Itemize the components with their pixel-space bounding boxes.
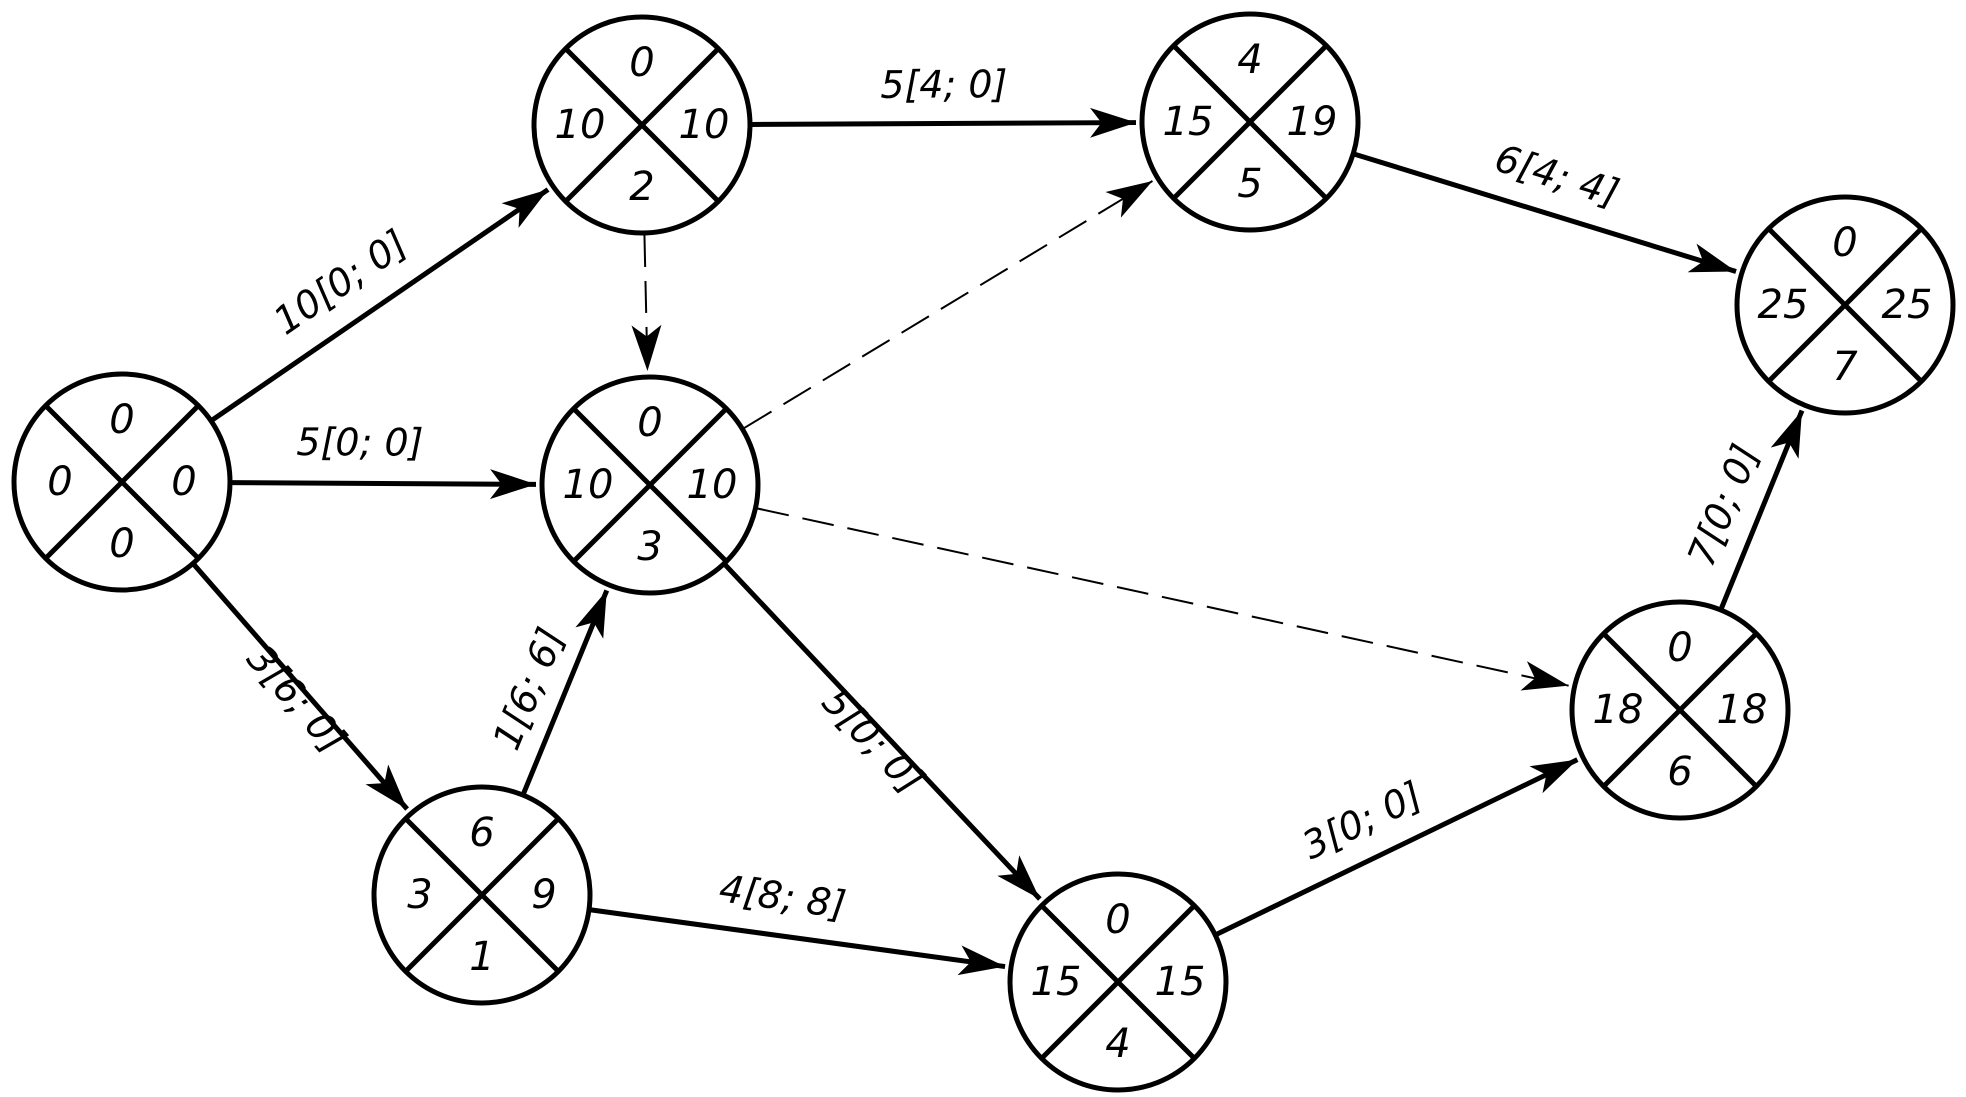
activity-arrow [1719, 409, 1805, 610]
node-event-number: 0 [109, 397, 134, 443]
node-late-time: 19 [1287, 99, 1338, 145]
edge-n1-n4: 3[6; 0] [192, 563, 409, 811]
node-event-number: 0 [1105, 897, 1130, 943]
node-reserve: 6 [1667, 749, 1692, 795]
edge-n1-n3: 5[0; 0] [231, 420, 537, 500]
edge-label: 1[6; 6] [484, 622, 573, 756]
activity-arrow [751, 107, 1137, 138]
event-node-n5: 4 15 19 5 [1139, 11, 1361, 233]
node-reserve: 0 [109, 521, 134, 567]
event-node-n3: 0 10 10 3 [539, 374, 761, 596]
activity-arrow [590, 907, 1006, 976]
node-late-time: 15 [1155, 959, 1206, 1005]
event-node-n2: 0 10 10 2 [531, 14, 753, 236]
node-early-time: 15 [1031, 959, 1082, 1005]
node-divider [43, 403, 201, 561]
node-reserve: 7 [1832, 344, 1858, 390]
node-event-number: 0 [1832, 220, 1857, 266]
edge-label: 3[0; 0] [1295, 773, 1429, 868]
node-divider [403, 816, 561, 974]
node-early-time: 15 [1163, 99, 1214, 145]
edge-label: 5[0; 0] [814, 680, 933, 803]
edge-n3-n5 [743, 180, 1153, 429]
node-late-time: 10 [679, 102, 730, 148]
node-divider [1766, 226, 1924, 384]
edge-label: 7[0; 0] [1679, 438, 1768, 572]
edge-n3-n6: 5[0; 0] [723, 563, 1042, 901]
activity-arrow [211, 187, 550, 422]
edge-n2-n3 [631, 234, 662, 372]
edge-label: 3[6; 0] [238, 637, 355, 762]
node-divider [571, 406, 729, 564]
node-event-number: 4 [1237, 37, 1262, 83]
dummy-arrow [757, 507, 1569, 691]
edge-n5-n8: 6[4; 4] [1354, 136, 1737, 274]
node-late-time: 10 [687, 462, 738, 508]
activity-arrow [1215, 757, 1579, 937]
node-divider [1039, 903, 1197, 1061]
node-divider [1171, 43, 1329, 201]
node-late-time: 25 [1882, 282, 1933, 328]
node-reserve: 4 [1105, 1021, 1130, 1067]
event-node-n7: 0 18 18 6 [1569, 599, 1791, 821]
node-early-time: 0 [47, 459, 72, 505]
node-event-number: 0 [1667, 625, 1692, 671]
event-node-n4: 63 91 [371, 784, 593, 1006]
node-reserve: 5 [1237, 161, 1262, 207]
node-event-number: 0 [629, 40, 654, 86]
edge-n1-n2: 10[0; 0] [211, 187, 550, 422]
activity-arrow [1354, 151, 1737, 274]
node-early-time: 10 [563, 462, 614, 508]
node-late-time: 9 [531, 872, 556, 918]
node-reserve: 2 [629, 164, 654, 210]
edge-n7-n8: 7[0; 0] [1679, 409, 1805, 610]
node-event-number: 0 [637, 400, 662, 446]
edge-n3-n7 [757, 507, 1569, 691]
edge-n4-n3: 1[6; 6] [484, 589, 610, 795]
node-late-time: 18 [1717, 687, 1768, 733]
node-early-time: 25 [1758, 282, 1809, 328]
dummy-arrow [631, 234, 662, 372]
activity-arrow [231, 469, 537, 500]
node-reserve: 3 [637, 524, 662, 570]
edge-label: 5[0; 0] [296, 420, 423, 465]
event-node-n8: 0 25 25 7 [1734, 194, 1956, 416]
node-early-time: 10 [555, 102, 606, 148]
edge-label: 10[0; 0] [266, 221, 416, 343]
node-early-time: 3 [407, 872, 432, 918]
edge-label: 4[8; 8] [717, 866, 849, 927]
edge-n6-n7: 3[0; 0] [1215, 757, 1579, 937]
node-divider [563, 46, 721, 204]
activity-arrow [521, 589, 610, 795]
edge-n4-n6: 4[8; 8] [590, 866, 1006, 976]
node-divider [1601, 631, 1759, 789]
activity-arrow [192, 563, 409, 811]
edge-label: 5[4; 0] [880, 62, 1007, 107]
event-node-n6: 0 15 15 4 [1007, 871, 1229, 1093]
edge-n2-n5: 5[4; 0] [751, 62, 1137, 138]
dummy-arrow [743, 180, 1153, 429]
node-reserve: 1 [469, 934, 494, 980]
node-late-time: 0 [171, 459, 196, 505]
node-event-number: 6 [469, 810, 494, 856]
activity-arrow [723, 563, 1042, 901]
node-early-time: 18 [1593, 687, 1644, 733]
